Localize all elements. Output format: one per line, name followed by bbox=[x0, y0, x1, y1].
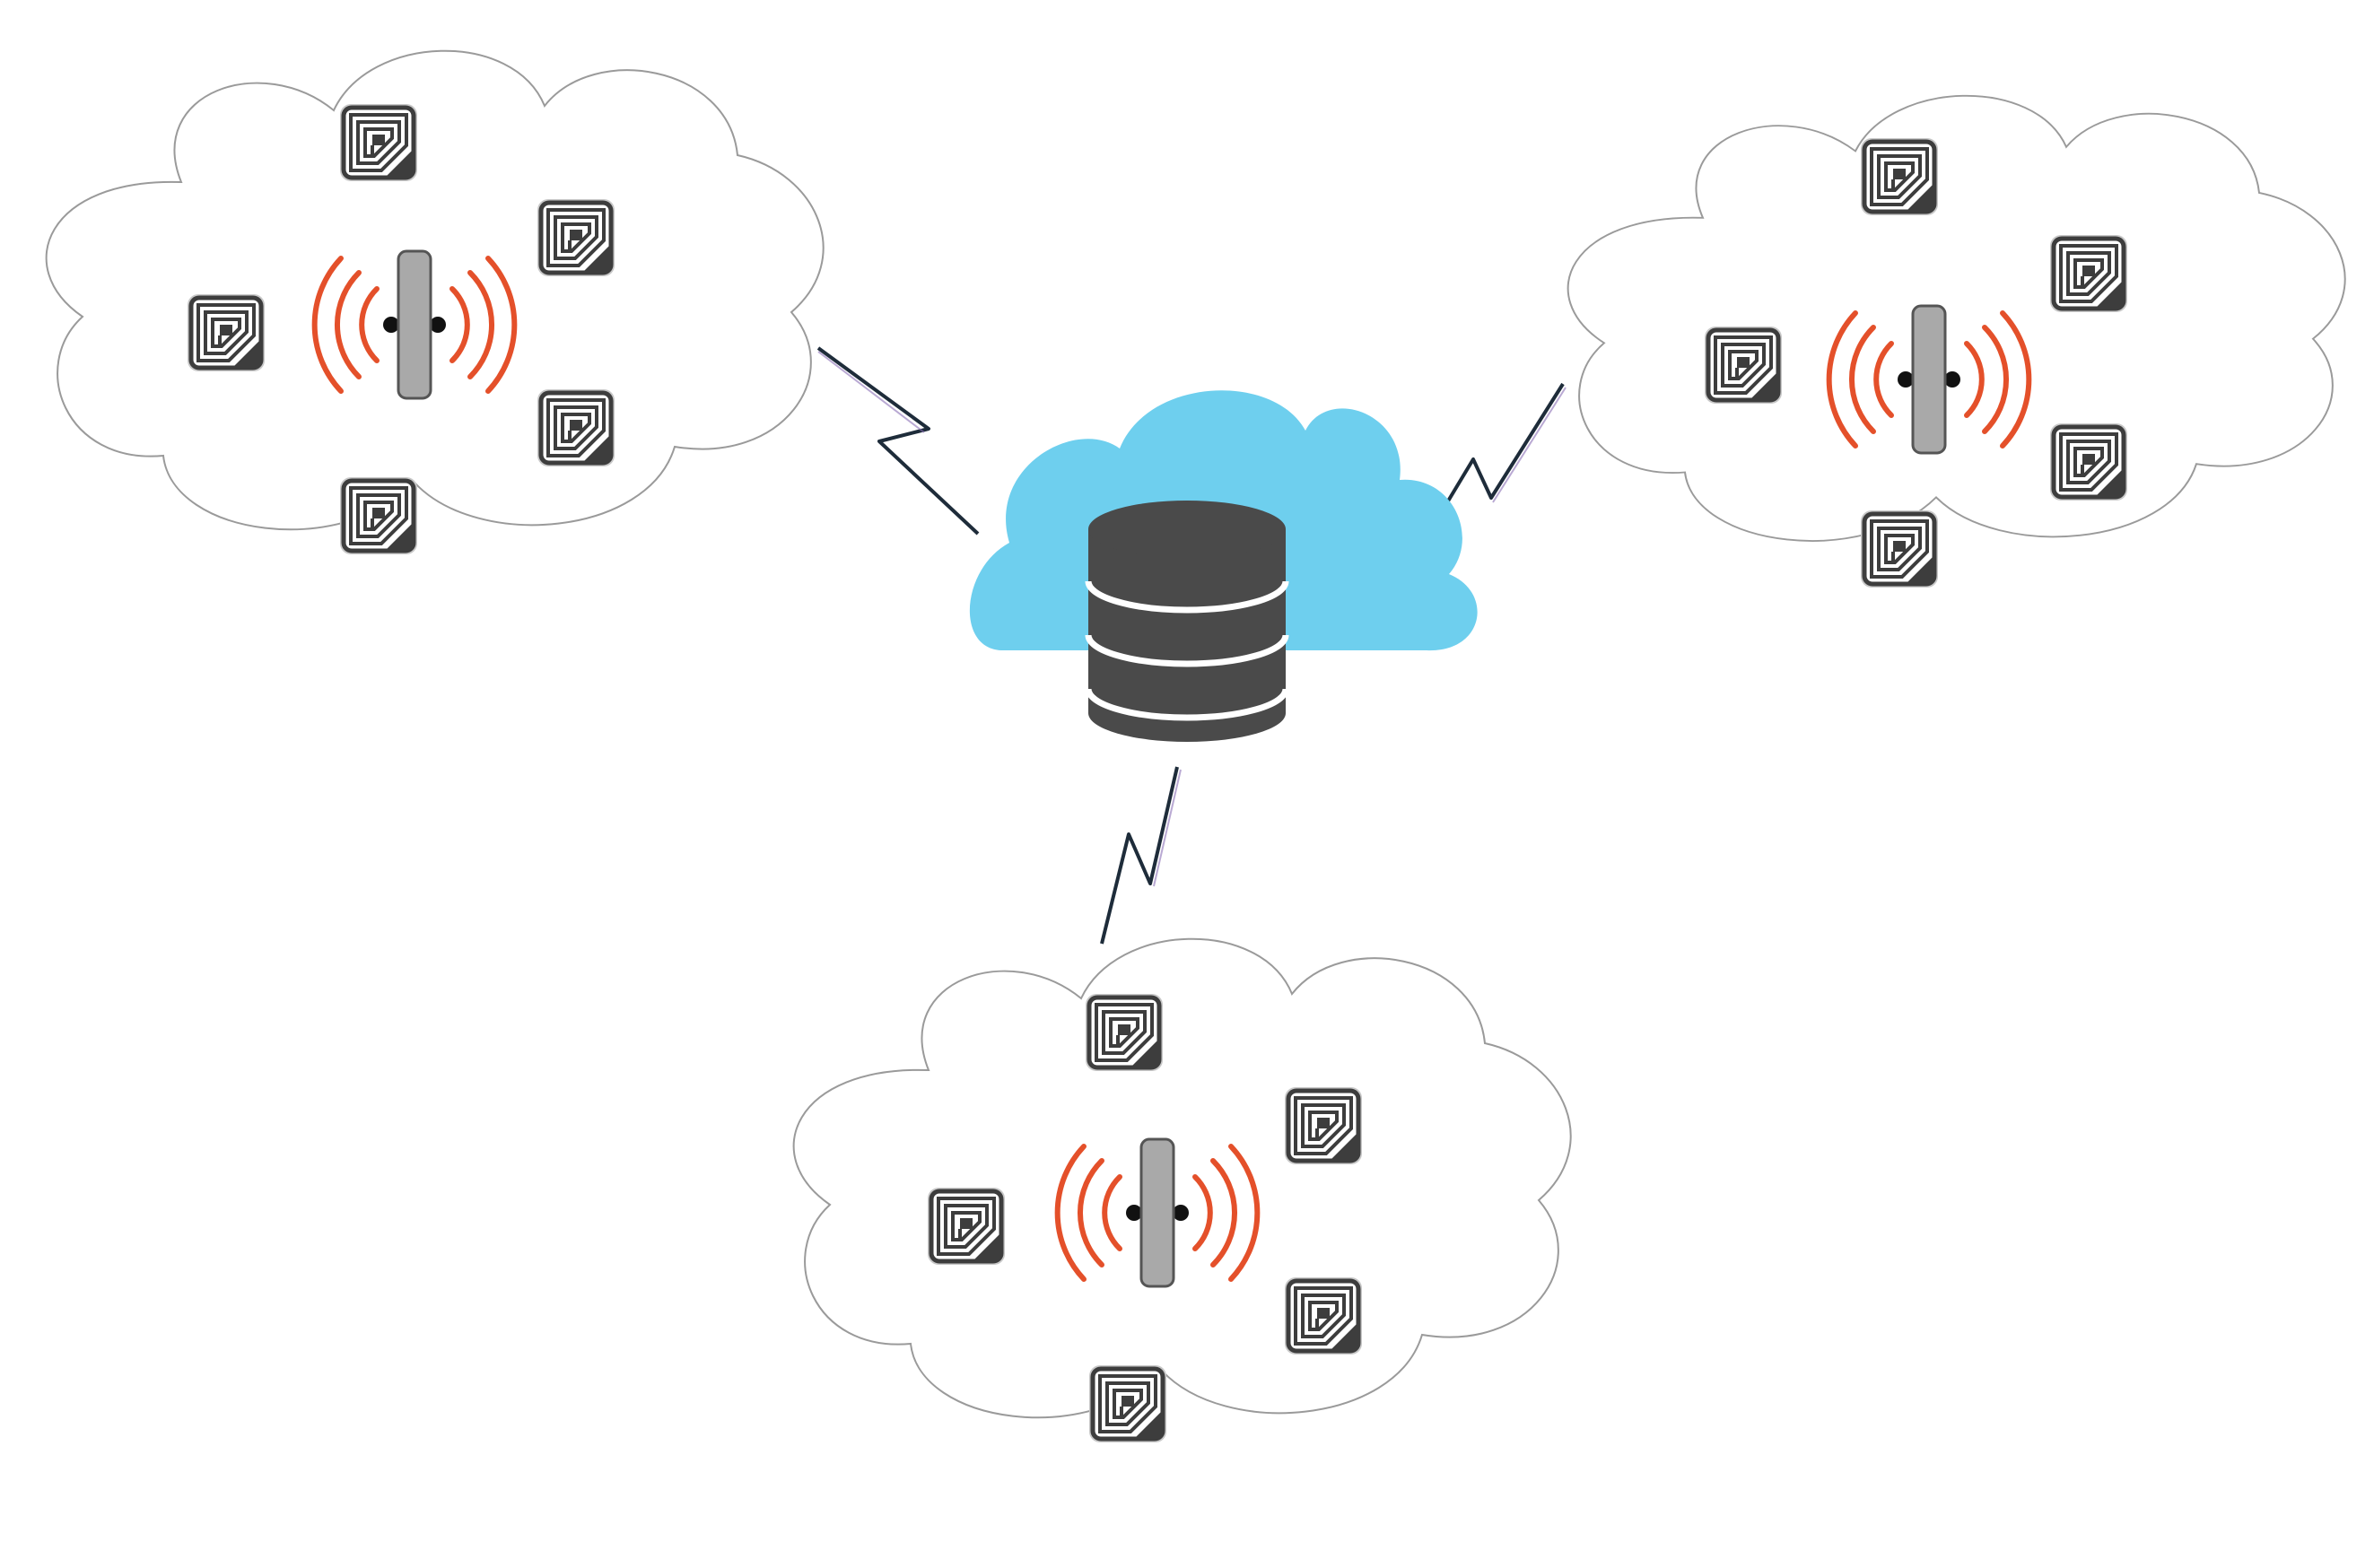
rfid-tag-icon bbox=[537, 389, 615, 466]
rfid-tag-icon bbox=[340, 477, 417, 554]
cluster-cloud-outline bbox=[792, 937, 1572, 1419]
cluster-right bbox=[1567, 94, 2346, 588]
wireless-link-bottom bbox=[1100, 766, 1182, 945]
cluster-cloud-outline bbox=[45, 49, 825, 531]
cluster-left bbox=[45, 49, 825, 554]
rfid-tag-icon bbox=[1285, 1277, 1362, 1355]
wireless-link-icon bbox=[816, 346, 980, 536]
wireless-link-icon bbox=[1100, 766, 1179, 945]
rfid-tag-icon bbox=[1705, 327, 1782, 404]
rfid-tag-icon bbox=[1285, 1087, 1362, 1164]
rfid-tag-icon bbox=[537, 199, 615, 276]
central-cloud-database bbox=[969, 390, 1478, 742]
cluster-cloud-outline bbox=[1567, 94, 2346, 542]
rfid-tag-icon bbox=[928, 1188, 1005, 1265]
database-icon bbox=[1085, 501, 1289, 742]
rfid-tag-icon bbox=[1861, 510, 1938, 588]
rfid-tag-icon bbox=[2050, 423, 2127, 501]
rfid-tag-icon bbox=[1861, 138, 1938, 215]
rfid-tag-icon bbox=[340, 104, 417, 181]
rfid-tag-icon bbox=[2050, 235, 2127, 312]
rfid-tag-icon bbox=[1089, 1365, 1166, 1442]
wireless-link-left bbox=[816, 346, 980, 536]
rfid-tag-icon bbox=[1086, 994, 1163, 1071]
cluster-bottom bbox=[792, 937, 1572, 1442]
rfid-tag-icon bbox=[188, 294, 265, 371]
